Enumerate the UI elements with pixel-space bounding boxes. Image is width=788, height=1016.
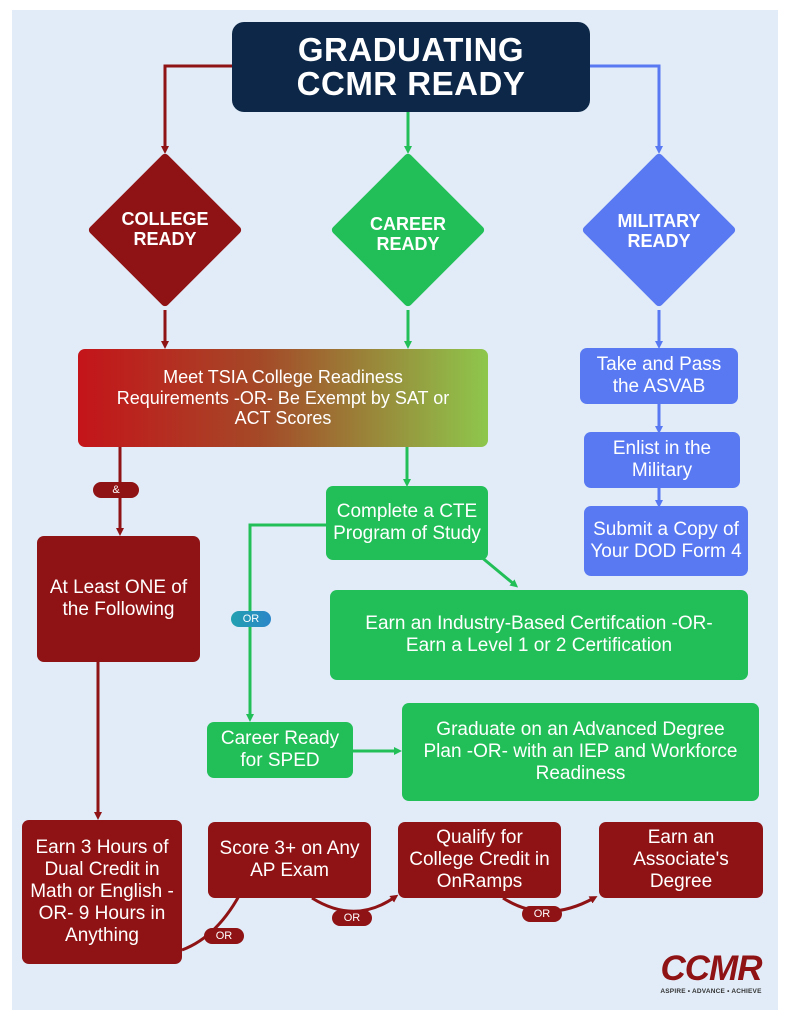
or-label-3: OR [522, 906, 562, 922]
advanced-degree-box: Graduate on an Advanced Degree Plan -OR-… [402, 703, 759, 801]
industry-cert-text: Earn an Industry-Based Certifcation -OR-… [365, 613, 713, 656]
or-label-2: OR [332, 910, 372, 926]
enlist-box: Enlist in the Military [584, 432, 740, 488]
tsia-text: Meet TSIA College Readiness Requirements… [116, 366, 450, 429]
dual-credit-box: Earn 3 Hours of Dual Credit in Math or E… [22, 820, 182, 964]
at-least-one-text: At Least ONE of the Following [49, 577, 188, 620]
onramps-box: Qualify for College Credit in OnRamps [398, 822, 561, 898]
asvab-box: Take and Pass the ASVAB [580, 348, 738, 404]
or-text-2: OR [343, 912, 361, 924]
ap-exam-box: Score 3+ on Any AP Exam [208, 822, 371, 898]
college-ready-label: COLLEGE READY [90, 209, 240, 250]
career-or-label: OR [231, 611, 271, 627]
career-ready-label: CAREER READY [333, 214, 483, 255]
dod-form-text: Submit a Copy of Your DOD Form 4 [590, 519, 742, 562]
cte-program-text: Complete a CTE Program of Study [333, 501, 481, 544]
college-ready-line-1: COLLEGE [121, 209, 209, 229]
ap-exam-text: Score 3+ on Any AP Exam [219, 838, 360, 881]
or-text-1: OR [215, 930, 233, 942]
dod-form-box: Submit a Copy of Your DOD Form 4 [584, 506, 748, 576]
ccmr-logo: CCMR ASPIRE • ADVANCE • ACHIEVE [650, 950, 772, 1000]
logo-tagline: ASPIRE • ADVANCE • ACHIEVE [660, 988, 762, 995]
or-text-3: OR [533, 908, 551, 920]
page-title: GRADUATING CCMR READY [232, 22, 590, 112]
enlist-text: Enlist in the Military [612, 438, 712, 481]
career-or-text: OR [242, 613, 260, 625]
industry-cert-box: Earn an Industry-Based Certifcation -OR-… [330, 590, 748, 680]
dual-credit-text: Earn 3 Hours of Dual Credit in Math or E… [30, 837, 174, 946]
tsia-requirements-box: Meet TSIA College Readiness Requirements… [78, 349, 488, 447]
military-ready-line-2: READY [627, 230, 691, 251]
career-ready-line-2: READY [376, 233, 440, 254]
advanced-degree-text: Graduate on an Advanced Degree Plan -OR-… [423, 719, 738, 784]
onramps-text: Qualify for College Credit in OnRamps [409, 827, 550, 892]
associate-degree-box: Earn an Associate's Degree [599, 822, 763, 898]
logo-text: CCMR [660, 949, 763, 988]
military-ready-label: MILITARY READY [584, 211, 734, 252]
associate-degree-text: Earn an Associate's Degree [633, 827, 729, 892]
career-ready-line-1: CAREER [369, 214, 446, 234]
at-least-one-box: At Least ONE of the Following [37, 536, 200, 662]
sped-text: Career Ready for SPED [220, 728, 340, 771]
or-label-1: OR [204, 928, 244, 944]
title-line-2: CCMR READY [296, 65, 526, 102]
college-ready-line-2: READY [133, 228, 197, 249]
cte-program-box: Complete a CTE Program of Study [326, 486, 488, 560]
asvab-text: Take and Pass the ASVAB [596, 354, 722, 397]
title-line-1: GRADUATING [297, 31, 525, 69]
sped-box: Career Ready for SPED [207, 722, 353, 778]
military-ready-line-1: MILITARY [617, 211, 701, 231]
and-text: & [112, 484, 120, 496]
and-connector-label: & [93, 482, 139, 498]
